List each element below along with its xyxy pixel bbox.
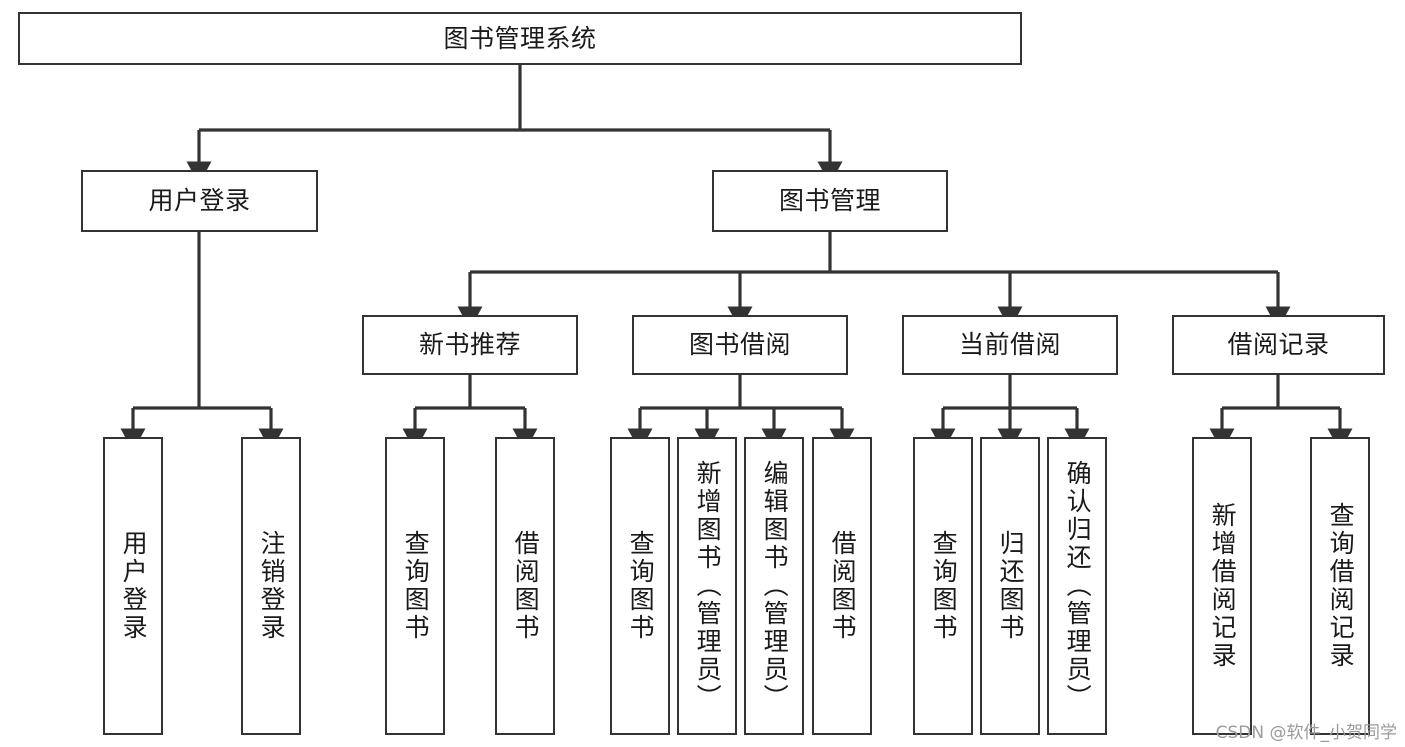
node-leaf-add-book-label: 新增图书（管理员） [693, 460, 723, 712]
node-leaf-edit-book-label: 编辑图书（管理员） [760, 460, 790, 712]
node-new-book-rec-label: 新书推荐 [418, 330, 521, 360]
node-borrow-record-label: 借阅记录 [1227, 330, 1330, 360]
node-leaf-borrow-book-2-label: 借阅图书 [828, 530, 858, 642]
node-leaf-user-logout[interactable]: 注销登录 [241, 437, 301, 735]
node-root[interactable]: 图书管理系统 [18, 12, 1022, 65]
node-leaf-query-book-3-label: 查询图书 [929, 530, 959, 642]
node-leaf-query-book-1-label: 查询图书 [401, 530, 431, 642]
node-user-login-label: 用户登录 [148, 186, 251, 216]
node-leaf-user-login[interactable]: 用户登录 [103, 437, 163, 735]
node-book-manage[interactable]: 图书管理 [712, 170, 948, 232]
node-leaf-query-book-2[interactable]: 查询图书 [610, 437, 670, 735]
node-leaf-add-record[interactable]: 新增借阅记录 [1192, 437, 1252, 735]
node-current-borrow-label: 当前借阅 [958, 330, 1061, 360]
node-leaf-return-book[interactable]: 归还图书 [980, 437, 1040, 735]
node-borrow-record[interactable]: 借阅记录 [1172, 315, 1385, 375]
node-book-borrow-label: 图书借阅 [688, 330, 791, 360]
node-leaf-borrow-book-2[interactable]: 借阅图书 [812, 437, 872, 735]
node-leaf-confirm-return-label: 确认归还（管理员） [1063, 460, 1093, 712]
node-root-label: 图书管理系统 [443, 23, 597, 53]
node-new-book-rec[interactable]: 新书推荐 [362, 315, 578, 375]
node-book-manage-label: 图书管理 [778, 186, 881, 216]
node-leaf-return-book-label: 归还图书 [996, 530, 1026, 642]
node-leaf-query-book-2-label: 查询图书 [626, 530, 656, 642]
node-leaf-borrow-book-1[interactable]: 借阅图书 [495, 437, 555, 735]
node-leaf-borrow-book-1-label: 借阅图书 [511, 530, 541, 642]
node-book-borrow[interactable]: 图书借阅 [632, 315, 848, 375]
node-leaf-query-record-label: 查询借阅记录 [1326, 502, 1356, 670]
node-leaf-user-login-label: 用户登录 [119, 530, 149, 642]
node-user-login[interactable]: 用户登录 [81, 170, 318, 232]
node-leaf-add-record-label: 新增借阅记录 [1208, 502, 1238, 670]
node-leaf-user-logout-label: 注销登录 [257, 530, 287, 642]
node-leaf-confirm-return[interactable]: 确认归还（管理员） [1047, 437, 1107, 735]
node-leaf-query-record[interactable]: 查询借阅记录 [1310, 437, 1370, 735]
node-current-borrow[interactable]: 当前借阅 [902, 315, 1118, 375]
node-leaf-add-book[interactable]: 新增图书（管理员） [677, 437, 737, 735]
node-leaf-query-book-1[interactable]: 查询图书 [385, 437, 445, 735]
node-leaf-edit-book[interactable]: 编辑图书（管理员） [744, 437, 804, 735]
node-leaf-query-book-3[interactable]: 查询图书 [913, 437, 973, 735]
csdn-watermark: CSDN @软件_小贺同学 [1215, 723, 1397, 743]
